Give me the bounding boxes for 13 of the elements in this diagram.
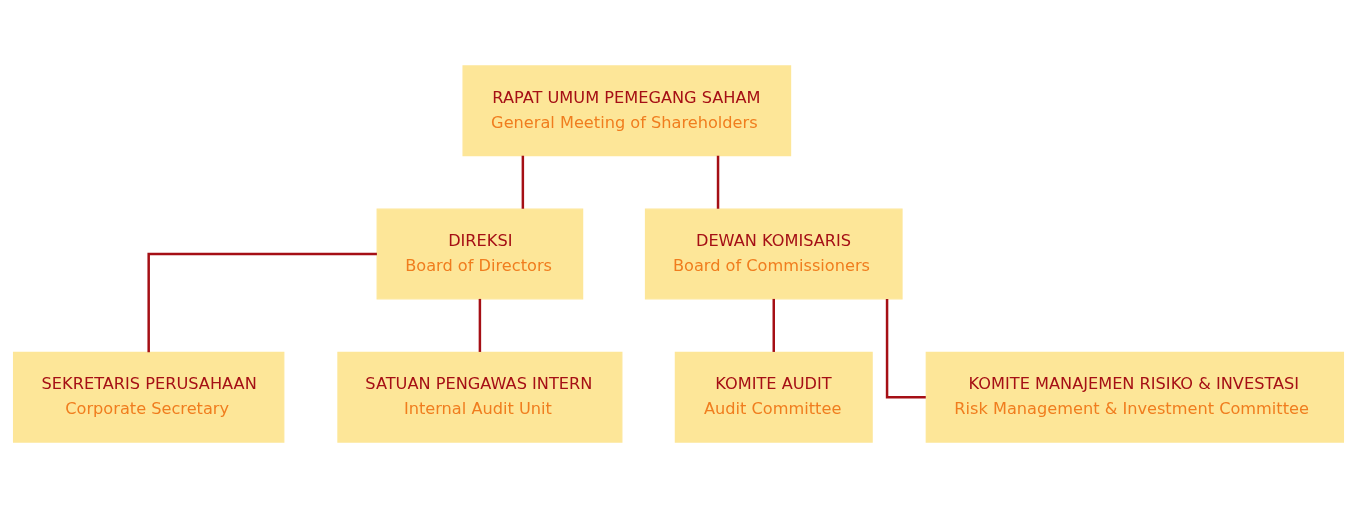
node-box: KOMITE AUDIT Audit Committee xyxy=(674,351,873,443)
node-box: DIREKSI Board of Directors xyxy=(376,208,584,299)
connector xyxy=(478,298,482,352)
connector xyxy=(716,155,720,209)
connector xyxy=(147,252,377,352)
connector xyxy=(772,298,775,352)
node-box: RAPAT UMUM PEMEGANG SAHAM General Meeting of Shareholders xyxy=(462,64,792,156)
node-box: DEWAN KOMISARIS Board of Commissioners xyxy=(644,208,903,299)
node-box: SEKRETARIS PERUSAHAAN Corporate Secretary xyxy=(12,351,285,443)
node-box: SATUAN PENGAWAS INTERN Internal Audit Unit xyxy=(337,351,623,443)
connector xyxy=(885,298,926,398)
node-box: KOMITE MANAJEMEN RISIKO & INVESTASI Risk Management & Investment Committee xyxy=(925,351,1345,443)
connector xyxy=(521,155,525,209)
